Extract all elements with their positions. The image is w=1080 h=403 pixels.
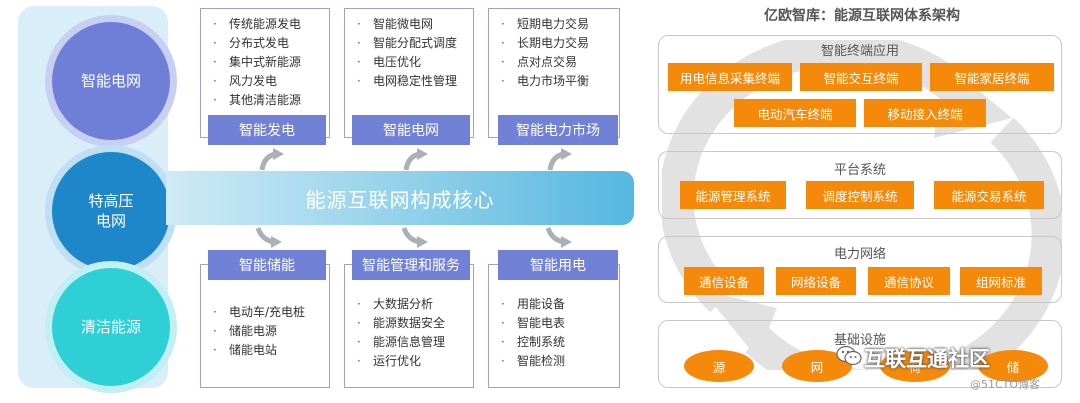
module-item-list: 电动车/充电桩 储能电源 储能电站 — [201, 265, 329, 360]
list-item: 电网稳定性管理 — [357, 72, 473, 91]
clean-energy-circle: 清洁能源 — [52, 268, 170, 386]
module-item-list: 用能设备 智能电表 控制系统 智能检测 — [489, 265, 619, 371]
list-item: 能源数据安全 — [357, 314, 473, 333]
module-label-smart-storage: 智能储能 — [208, 250, 326, 280]
arch-box: 能源管理系统 — [680, 181, 786, 209]
list-item: 大数据分析 — [357, 295, 473, 314]
arch-box: 网络设备 — [776, 267, 856, 295]
arch-box: 通信协议 — [868, 267, 950, 295]
list-item: 电力市场平衡 — [501, 72, 619, 91]
layer-title: 电力网络 — [833, 247, 886, 262]
list-item: 电动车/充电桩 — [213, 303, 329, 322]
smart-grid-circle: 智能电网 — [52, 22, 170, 140]
module-label-smart-management: 智能管理和服务 — [352, 250, 470, 280]
layer-power-network: 电力网络 — [658, 236, 1062, 303]
module-label-smart-grid: 智能电网 — [352, 115, 470, 145]
smart-grid-label: 智能电网 — [80, 72, 141, 90]
curved-arrow-icon — [256, 227, 282, 248]
list-item: 集中式新能源 — [213, 53, 329, 72]
architecture-title: 亿欧智库：能源互联网体系架构 — [764, 8, 960, 24]
clean-energy-label: 清洁能源 — [80, 318, 141, 336]
list-item: 点对点交易 — [501, 53, 619, 72]
arch-box: 能源交易系统 — [934, 181, 1044, 209]
module-label-smart-generation: 智能发电 — [208, 115, 326, 145]
layer-infrastructure: 基础设施 — [658, 320, 1062, 388]
list-item: 控制系统 — [501, 333, 619, 352]
layer-platform-systems: 平台系统 — [658, 151, 1062, 219]
uhv-label-line2: 电网 — [95, 212, 126, 230]
module-item-list: 智能微电网 智能分配式调度 电压优化 电网稳定性管理 — [345, 9, 473, 91]
list-item: 长期电力交易 — [501, 34, 619, 53]
list-item: 分布式发电 — [213, 34, 329, 53]
list-item: 风力发电 — [213, 72, 329, 91]
list-item: 储能电源 — [213, 322, 329, 341]
layer-title: 智能终端应用 — [820, 44, 899, 59]
layer-title: 平台系统 — [833, 163, 886, 178]
list-item: 电压优化 — [357, 53, 473, 72]
arch-box: 移动接入终端 — [864, 99, 986, 127]
list-item: 传统能源发电 — [213, 15, 329, 34]
layer-terminal-applications: 智能终端应用 — [658, 35, 1062, 134]
layer-title: 基础设施 — [833, 333, 886, 348]
arch-box: 电动汽车终端 — [734, 99, 856, 127]
module-label-smart-power-market: 智能电力市场 — [498, 115, 618, 145]
module-card-smart-storage: 电动车/充电桩 储能电源 储能电站 — [200, 264, 330, 388]
arch-box: 智能家居终端 — [930, 63, 1054, 91]
list-item: 其他清洁能源 — [213, 91, 329, 110]
arch-box: 通信设备 — [684, 267, 764, 295]
list-item: 运行优化 — [357, 352, 473, 371]
list-item: 智能分配式调度 — [357, 34, 473, 53]
list-item: 储能电站 — [213, 341, 329, 360]
list-item: 智能微电网 — [357, 15, 473, 34]
list-item: 短期电力交易 — [501, 15, 619, 34]
module-card-smart-management: 大数据分析 能源数据安全 能源信息管理 运行优化 — [344, 264, 474, 388]
module-item-list: 大数据分析 能源数据安全 能源信息管理 运行优化 — [345, 265, 473, 371]
watermark-text: 互联互通社区 — [864, 347, 990, 371]
curved-arrow-icon — [546, 227, 572, 248]
module-item-list: 短期电力交易 长期电力交易 点对点交易 电力市场平衡 — [489, 9, 619, 91]
curved-arrow-icon — [403, 148, 428, 171]
watermark-source: @51CTO博客 — [970, 378, 1041, 391]
uhv-label-line1: 特高压 — [88, 192, 134, 210]
arch-box: 智能交互终端 — [800, 63, 922, 91]
arch-oval: 源 — [684, 350, 754, 382]
curved-arrow-icon — [259, 148, 284, 171]
uhv-grid-circle: 特高压 电网 — [52, 152, 170, 270]
arch-box: 用电信息采集终端 — [668, 63, 792, 91]
list-item: 用能设备 — [501, 295, 619, 314]
arch-box: 组网标准 — [960, 267, 1042, 295]
left-panel: 智能电网 特高压 电网 清洁能源 — [18, 6, 170, 388]
curved-arrow-icon — [402, 227, 428, 248]
wechat-icon — [836, 345, 862, 366]
list-item: 智能电表 — [501, 314, 619, 333]
arch-oval: 荷 — [880, 350, 950, 382]
module-item-list: 传统能源发电 分布式发电 集中式新能源 风力发电 其他清洁能源 — [201, 9, 329, 110]
arch-box: 调度控制系统 — [806, 181, 914, 209]
module-card-smart-consumption: 用能设备 智能电表 控制系统 智能检测 — [488, 264, 620, 388]
module-label-smart-consumption: 智能用电 — [498, 250, 618, 280]
list-item: 智能检测 — [501, 352, 619, 371]
list-item: 能源信息管理 — [357, 333, 473, 352]
core-banner: 能源互联网构成核心 — [166, 171, 634, 225]
arch-oval: 储 — [978, 350, 1048, 382]
curved-arrow-icon — [547, 148, 572, 171]
